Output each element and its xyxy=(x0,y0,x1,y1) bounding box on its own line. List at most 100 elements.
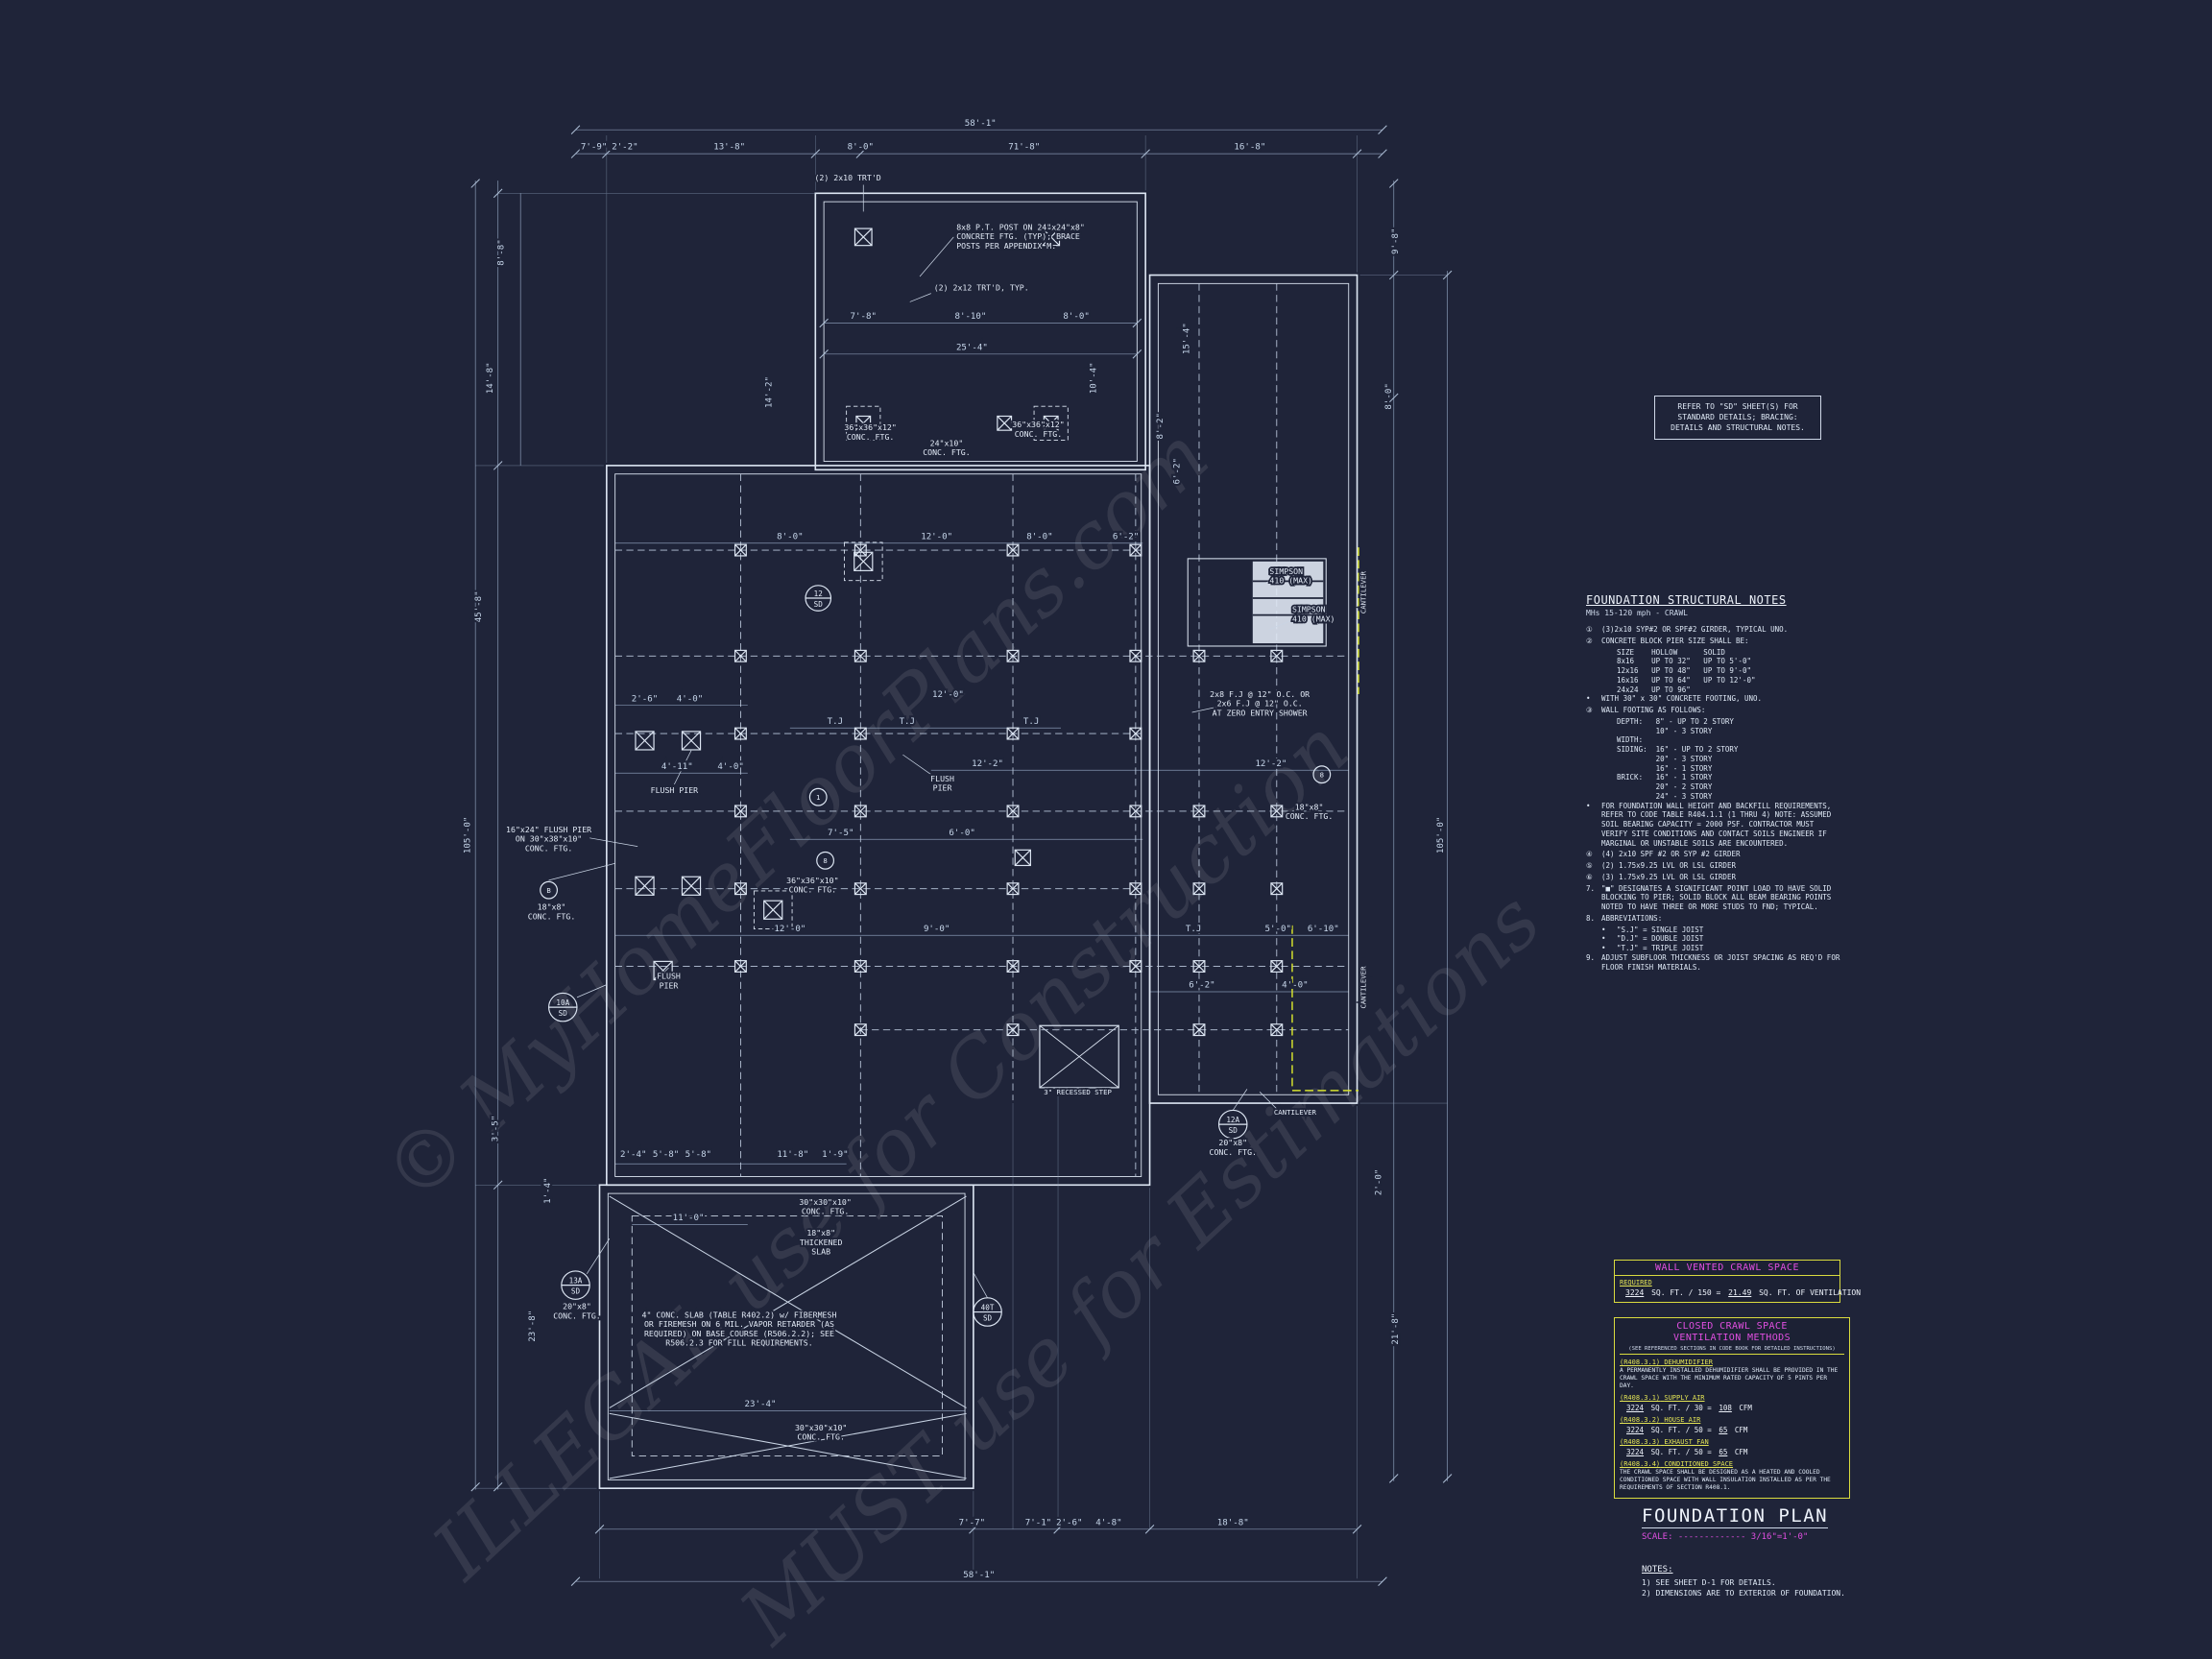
vent-area-value: 3224 xyxy=(1625,1288,1645,1297)
dim-text: 105'-0" xyxy=(1436,817,1446,854)
main-body-inner xyxy=(614,473,1142,1177)
dim-tick xyxy=(470,1481,480,1492)
cc-unit: CFM xyxy=(1734,1426,1748,1435)
dim-text: 7'-1" xyxy=(1025,1518,1051,1527)
dim-text: 45'-8" xyxy=(474,590,484,622)
pier xyxy=(1129,882,1142,896)
dim-ticks xyxy=(470,125,1453,1586)
dim-text: T.J xyxy=(828,717,843,727)
cc-code: (R408.3.3) xyxy=(1620,1438,1661,1447)
structural-note-line: 12x16 UP TO 48" UP TO 9'-0" xyxy=(1617,666,1751,675)
cc-head: (R408.3.1) SUPPLY AIR xyxy=(1620,1394,1844,1402)
dim-text: 5'-0" xyxy=(1265,925,1291,934)
garage-slab-x xyxy=(609,1195,967,1479)
dim-text: 12'-0" xyxy=(921,532,952,541)
dim-tick xyxy=(493,461,503,470)
structural-note-line: 16x16 UP TO 64" UP TO 12'-0" xyxy=(1617,675,1756,685)
pier xyxy=(1270,1023,1284,1037)
pier xyxy=(753,890,793,930)
wall-vented-title: WALL VENTED CRAWL SPACE xyxy=(1615,1261,1839,1276)
svg-text:12A: 12A xyxy=(1226,1116,1239,1124)
dim-text: 6'-2" xyxy=(1113,532,1139,541)
closed-crawl-box: CLOSED CRAWL SPACE VENTILATION METHODS (… xyxy=(1614,1317,1850,1500)
pier xyxy=(635,731,655,751)
dim-tick xyxy=(493,188,503,199)
sd-reference-text: REFER TO "SD" SHEET(S) FOR STANDARD DETA… xyxy=(1671,402,1805,432)
dim-text: 9'-8" xyxy=(1391,228,1401,254)
cc-section-conditioned-space: (R408.3.4) CONDITIONED SPACE THE CRAWL S… xyxy=(1620,1460,1844,1492)
cc-v1: 3224 xyxy=(1626,1404,1645,1413)
cc-unit: CFM xyxy=(1734,1448,1748,1457)
dimension-lines xyxy=(474,129,1448,1582)
plan-label: CANTILEVER xyxy=(1358,570,1367,613)
svg-text:40T: 40T xyxy=(981,1303,995,1311)
leader-line xyxy=(909,293,931,302)
pier xyxy=(1006,1023,1020,1037)
dim-tick xyxy=(1132,349,1142,359)
closed-crawl-title-1: CLOSED CRAWL SPACE xyxy=(1676,1321,1788,1332)
dim-tick xyxy=(1442,1474,1453,1483)
dim-text: 8'-0" xyxy=(848,143,874,153)
cc-name: EXHAUST FAN xyxy=(1664,1438,1709,1447)
cc-section-exhaust-fan: (R408.3.3) EXHAUST FAN 3224 SQ. FT. / 50… xyxy=(1620,1438,1844,1456)
plan-label: (2) 2x12 TRT'D, TYP. xyxy=(934,283,1029,293)
pier xyxy=(1006,649,1020,662)
cc-body: THE CRAWL SPACE SHALL BE DESIGNED AS A H… xyxy=(1620,1469,1831,1492)
dim-text: 7'-7" xyxy=(959,1518,985,1527)
dim-tick xyxy=(855,149,866,158)
plan-label: 18"x8"CONC. FTG. xyxy=(1286,802,1333,821)
structural-note-line: •"S.J" = SINGLE JOIST xyxy=(1601,925,1704,934)
pier-footing-outline xyxy=(843,541,883,582)
svg-text:8: 8 xyxy=(823,856,827,865)
cc-unit: CFM xyxy=(1739,1404,1752,1413)
leader-line xyxy=(919,236,954,277)
svg-text:SD: SD xyxy=(814,600,824,609)
closed-crawl-note: (SEE REFERENCED SECTIONS IN CODE BOOK FO… xyxy=(1620,1346,1844,1355)
pier-footing-outline xyxy=(753,890,793,930)
dim-text: 8'-10" xyxy=(954,312,986,322)
pier xyxy=(1006,960,1020,973)
plan-label: 8x8 P.T. POST ON 24"x24"x8"CONCRETE FTG.… xyxy=(956,223,1085,251)
pier xyxy=(681,876,702,896)
pier xyxy=(1006,882,1020,896)
detail-bubble: 8 xyxy=(816,851,834,870)
pier xyxy=(733,543,747,557)
pier xyxy=(1042,228,1061,247)
dim-text: 8'-0" xyxy=(1026,532,1052,541)
cc-head: (R408.3.1) DEHUMIDIFIER xyxy=(1620,1358,1844,1366)
cc-mid: SQ. FT. / 50 = xyxy=(1650,1426,1712,1435)
leader-lines xyxy=(548,184,1298,1299)
cc-section-house-air: (R408.3.2) HOUSE AIR 3224 SQ. FT. / 50 =… xyxy=(1620,1416,1844,1434)
dim-tick xyxy=(594,1525,605,1534)
dim-text: 2'-2" xyxy=(612,143,637,153)
leader-line xyxy=(1269,617,1298,630)
dim-text: T.J xyxy=(1023,717,1039,727)
leader-line xyxy=(589,837,638,847)
cc-v1: 3224 xyxy=(1626,1448,1645,1457)
girder-lines xyxy=(614,283,1349,1177)
pier xyxy=(854,228,873,247)
dim-text: 12'-2" xyxy=(1255,759,1286,769)
structural-note-line: 8.ABBREVIATIONS: xyxy=(1586,913,1663,923)
dim-tick xyxy=(810,149,821,158)
structural-notes-list: ①(3)2x10 SYP#2 OR SPF#2 GIRDER, TYPICAL … xyxy=(1586,625,1843,972)
dim-tick xyxy=(1378,149,1387,158)
cc-name: CONDITIONED SPACE xyxy=(1664,1460,1734,1469)
sd-reference-note: REFER TO "SD" SHEET(S) FOR STANDARD DETA… xyxy=(1654,396,1821,441)
cc-section-supply-air: (R408.3.1) SUPPLY AIR 3224 SQ. FT. / 30 … xyxy=(1620,1394,1844,1412)
dim-texts: 58'-1"7'-9"2'-2"13'-8"8'-0"71'-8"16'-8"7… xyxy=(461,117,1448,1582)
plan-label: (2) 2x10 TRT'D xyxy=(814,173,880,182)
cc-code: (R408.3.4) xyxy=(1620,1460,1661,1469)
pier xyxy=(854,1023,867,1037)
dim-text: 8'-0" xyxy=(777,532,803,541)
pier xyxy=(733,882,747,896)
pier xyxy=(854,805,867,818)
plan-labels: (2) 2x10 TRT'D 8x8 P.T. POST ON 24"x24"x8… xyxy=(504,171,1369,1443)
dim-text: 2'-6" xyxy=(1056,1518,1082,1527)
dim-text: 8'-0" xyxy=(1384,383,1394,409)
cc-formula: 3224 SQ. FT. / 50 = 65 CFM xyxy=(1620,1448,1844,1456)
